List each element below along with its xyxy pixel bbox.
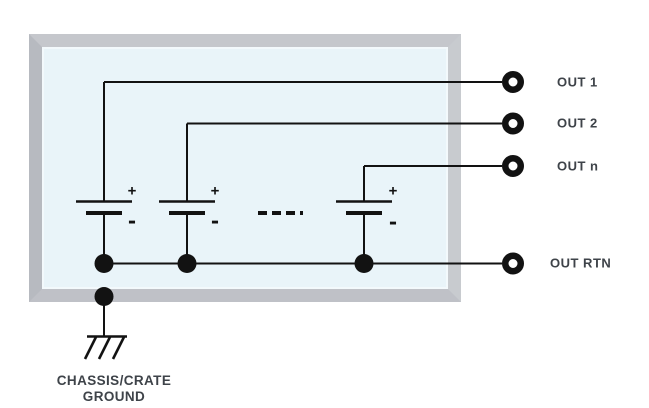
battery-n-minus-sign: - [389, 209, 397, 236]
junction-dot-1 [94, 254, 114, 273]
junction-dots [94, 254, 374, 306]
terminal-outn [502, 155, 524, 177]
label-out2: OUT 2 [557, 115, 598, 131]
battery-2-plus-sign: + [211, 183, 220, 200]
terminal-out1 [502, 71, 524, 93]
label-out-rtn: OUT RTN [550, 255, 612, 271]
battery-2: + - [159, 183, 220, 264]
chassis-ground-symbol [83, 296, 127, 360]
wire-outn [363, 165, 502, 202]
wire-out1 [103, 81, 502, 202]
chassis-ground-label-line2: GROUND [82, 389, 146, 404]
battery-1-minus-sign: - [128, 208, 136, 235]
label-out1: OUT 1 [557, 74, 598, 90]
junction-dot-n [354, 254, 374, 273]
chassis-ground-label-line1: CHASSIS/CRATE [56, 373, 172, 388]
chassis-ground-label: CHASSIS/CRATE GROUND [36, 373, 192, 405]
battery-n: + - [336, 183, 398, 264]
battery-1-plus-sign: + [128, 183, 137, 200]
terminal-out-rtn [502, 252, 524, 275]
battery-2-minus-sign: - [211, 208, 219, 235]
label-outn: OUT n [557, 158, 599, 174]
wire-out2 [186, 122, 502, 202]
battery-n-plus-sign: + [389, 183, 398, 200]
battery-1: + - [76, 183, 137, 264]
terminal-out2 [502, 112, 524, 135]
junction-dot-2 [177, 254, 197, 273]
